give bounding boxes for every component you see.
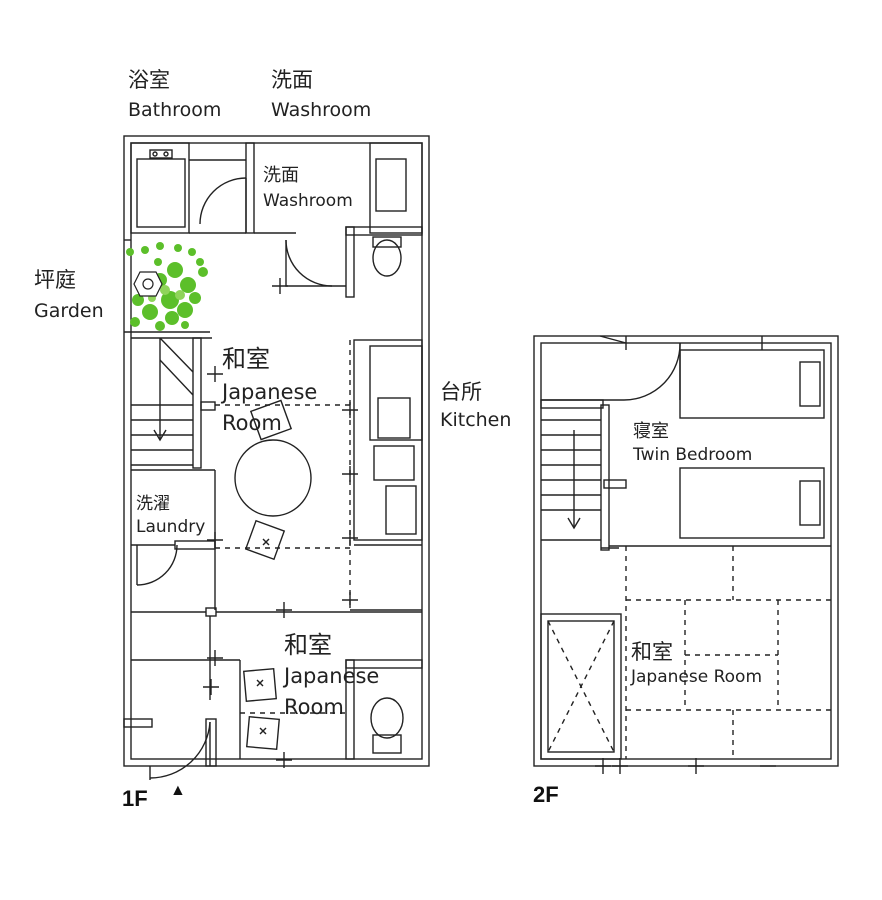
- entrance-door: [123, 718, 217, 780]
- japanese-room-2-label-en1: Japanese: [284, 664, 380, 688]
- japanese-room-1-label-jp: 和室: [222, 345, 270, 373]
- floor-label-2f: 2F: [533, 782, 559, 807]
- washroom-top-label-en: Washroom: [271, 99, 372, 121]
- washroom-label-jp: 洗面: [263, 165, 299, 186]
- tick-marks-2f: [595, 758, 776, 774]
- japanese-room-1-label-en2: Room: [222, 411, 282, 435]
- japanese-room-3-label-en: Japanese Room: [631, 667, 763, 687]
- garden-label-en: Garden: [34, 300, 104, 322]
- japanese-room-2-label-jp: 和室: [284, 631, 332, 659]
- table-chairs: [234, 399, 312, 561]
- laundry-label-en: Laundry: [136, 517, 206, 537]
- laundry-label-jp: 洗濯: [136, 494, 170, 514]
- stairs-second: [541, 404, 627, 551]
- floor-label-1f: 1F: [122, 786, 148, 811]
- japanese-room-2-label-en2: Room: [284, 695, 344, 719]
- bedroom-label-en: Twin Bedroom: [633, 445, 753, 465]
- garden-plant-icon: [126, 242, 208, 331]
- japanese-room-3-label-jp: 和室: [631, 640, 673, 664]
- kitchen-label-jp: 台所: [440, 380, 482, 404]
- garden-label-jp: 坪庭: [34, 268, 76, 292]
- tick-marks-1f: [203, 278, 358, 768]
- bathroom-label-en: Bathroom: [128, 99, 222, 121]
- bedroom-label-jp: 寝室: [633, 421, 669, 442]
- second-floor-walls: [533, 335, 839, 767]
- japanese-room-1-label-en1: Japanese: [222, 380, 318, 404]
- closet: [540, 613, 622, 760]
- stairs-first: [131, 337, 216, 469]
- washroom-top-label-jp: 洗面: [271, 68, 313, 92]
- entrance-arrow-icon: ▲: [170, 782, 186, 799]
- kitchen-label-en: Kitchen: [440, 409, 512, 431]
- twin-beds: [679, 349, 825, 539]
- first-floor-walls: [123, 135, 430, 767]
- bathroom-outline: [130, 142, 255, 234]
- japanese-room-2: [239, 659, 423, 760]
- kitchen-counter: [350, 339, 423, 611]
- bathroom-label-jp: 浴室: [128, 68, 170, 92]
- washroom-label-en: Washroom: [263, 191, 353, 211]
